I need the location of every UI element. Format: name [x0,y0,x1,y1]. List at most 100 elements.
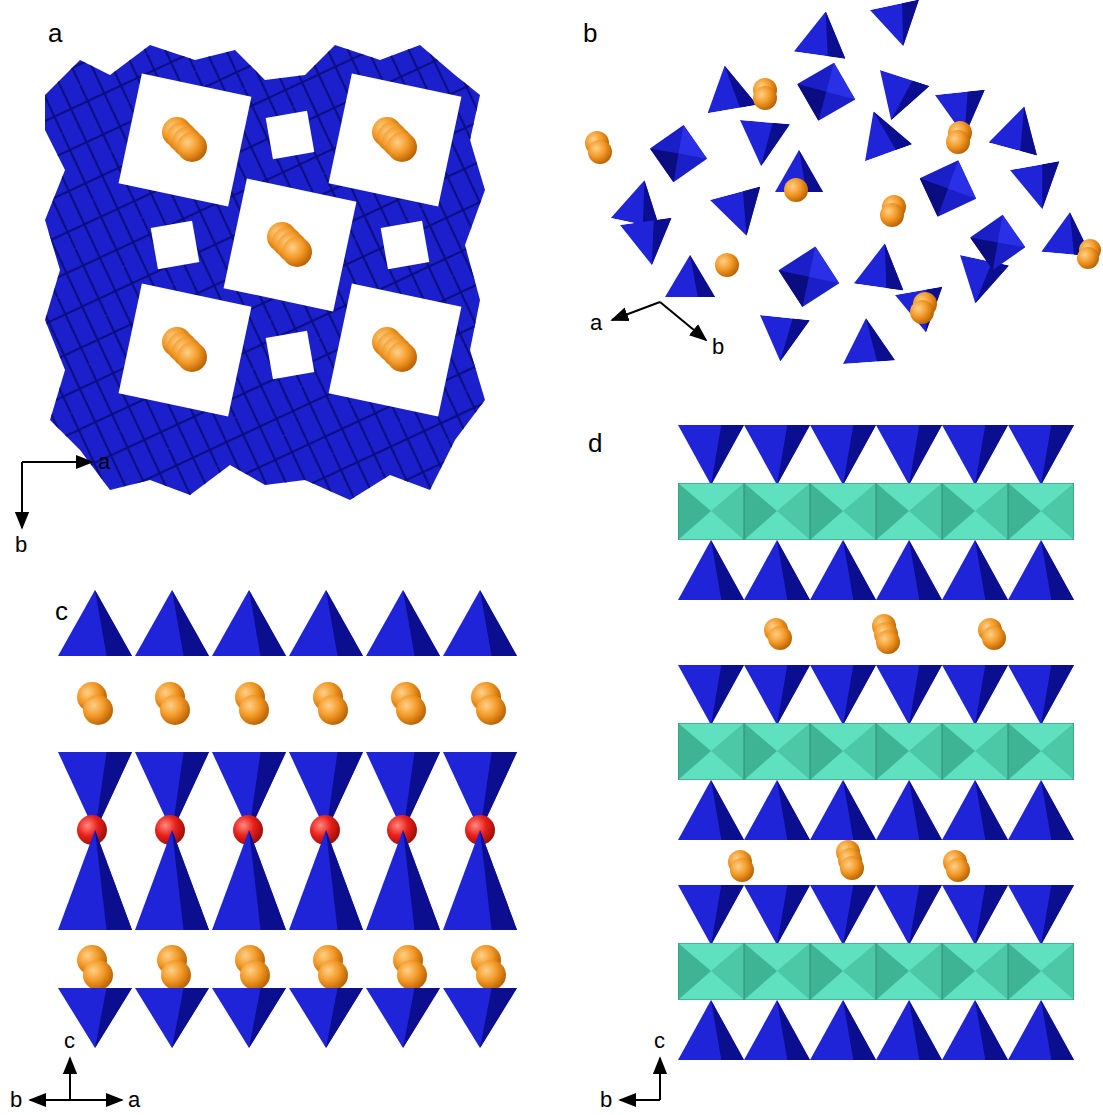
panel-label: c [55,598,68,624]
framework-b [840,316,895,364]
layers-c [289,590,363,656]
slabs-d [744,483,810,540]
framework-b [784,178,808,202]
framework-a [387,342,417,372]
layers-c [161,960,191,990]
framework-a [45,45,485,500]
layers-c [476,960,506,990]
slabs-d [946,858,970,882]
layers-c [212,830,286,930]
slabs-d [942,425,1008,485]
axis-arrows [22,302,706,1100]
layers-c [476,695,506,725]
framework-a [381,221,430,270]
axis-arrows [612,302,660,320]
axis-arrows [22,461,92,463]
axis-label: c [654,1030,665,1052]
layers-c [366,830,440,930]
layers-c [135,590,209,656]
layers-c [443,590,517,656]
framework-a [119,284,252,417]
layers-c [289,988,363,1048]
layers-c [58,590,132,656]
framework-a [329,74,462,207]
slabs-d [810,540,876,600]
framework-b [772,240,846,314]
slabs-d [810,483,876,540]
layers-c [160,695,190,725]
layers-c [443,988,517,1048]
axis-arrows [70,1099,122,1101]
slabs-d [678,425,1074,1060]
framework-b [854,240,910,291]
slabs-d [678,885,1074,1060]
axis-arrows [659,1058,661,1100]
framework-b [1010,161,1067,213]
slabs-d [1008,483,1074,540]
slabs-d [744,425,810,485]
slabs-d [876,483,942,540]
slabs-d [678,540,744,600]
panel-label: d [588,430,602,456]
framework-b [946,130,970,154]
framework-b [620,218,678,269]
slabs-d [744,540,810,600]
framework-b [870,0,928,51]
framework-b [880,203,904,227]
layers-c [239,695,269,725]
layers-c [135,830,209,930]
layers-c [366,590,440,656]
framework-a [266,111,315,160]
layers-c [212,988,286,1048]
axis-label: b [600,1089,612,1111]
axis-arrows [660,302,706,340]
axis-label: a [98,451,110,473]
framework-b [794,8,852,59]
framework-b [1077,247,1099,269]
axis-label: b [712,336,724,358]
framework-a [224,179,357,312]
framework-a [177,342,207,372]
framework-b [850,103,912,161]
framework-b [700,61,757,113]
framework-b [645,120,712,187]
framework-a [329,284,462,417]
slabs-d [730,858,754,882]
framework-b [588,140,612,164]
slabs-d [840,856,864,880]
framework-b [665,255,715,297]
framework-a [387,132,417,162]
layers-c [397,960,427,990]
layers-c [318,960,348,990]
slabs-d [678,425,744,485]
framework-b [989,100,1049,155]
framework-b [895,287,950,337]
framework-b [755,315,809,364]
framework-a [151,221,200,270]
layers-c [83,960,113,990]
axis-arrows [620,1099,660,1101]
slabs-d [678,665,1074,840]
layers-c [366,988,440,1048]
axis-label: b [15,534,27,556]
layers-c [443,830,517,930]
framework-a [266,331,315,380]
framework-b [753,86,777,110]
framework-b [736,120,790,168]
framework-b [909,150,986,227]
axis-label: a [128,1089,140,1111]
layers-c [83,695,113,725]
slabs-d [876,425,942,485]
framework-b [910,300,934,324]
layers-c [318,695,348,725]
axis-label: c [64,1030,75,1052]
framework-a [282,237,312,267]
slabs-d [982,626,1006,650]
layers-c [289,830,363,930]
panel-label: a [48,20,62,46]
slabs-d [942,483,1008,540]
axis-label: a [590,312,602,334]
axis-arrows [30,1099,70,1101]
slabs-d [1008,425,1074,485]
